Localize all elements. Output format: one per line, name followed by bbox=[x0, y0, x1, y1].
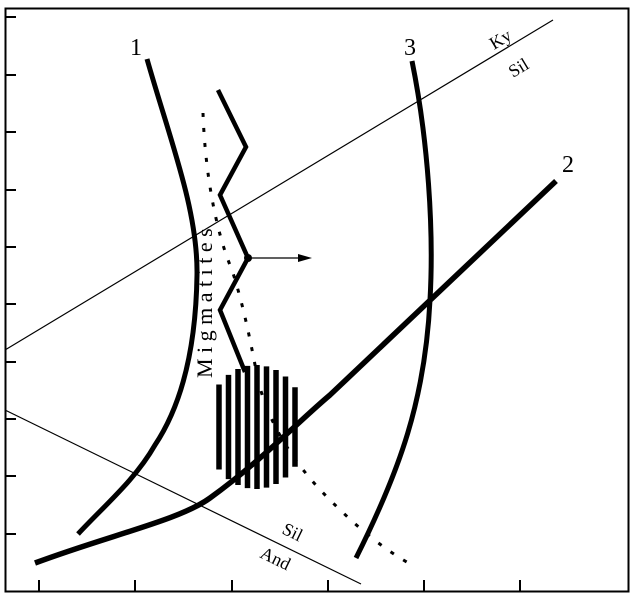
sil-and-reaction-line bbox=[4, 409, 362, 585]
curve-3-label: 3 bbox=[404, 35, 416, 61]
curve-1-label: 1 bbox=[130, 35, 142, 61]
hatched-region bbox=[216, 365, 298, 489]
sil-label-upper: Sil bbox=[505, 54, 532, 81]
dotted-boundary bbox=[201, 112, 413, 567]
ky-label: Ky bbox=[486, 25, 515, 53]
curve-1 bbox=[76, 58, 200, 536]
ky-sil-reaction-line bbox=[4, 19, 554, 351]
arrow-head-icon bbox=[298, 254, 312, 262]
axis-ticks bbox=[5, 16, 521, 591]
and-label: And bbox=[257, 543, 294, 575]
plot-frame bbox=[4, 7, 630, 593]
curve-2-label: 2 bbox=[562, 152, 574, 178]
curve-2 bbox=[34, 179, 558, 566]
migmatite-boundary bbox=[215, 89, 251, 373]
migmatites-label: M i g m a t i t e s bbox=[192, 228, 217, 378]
sil-label-lower: Sil bbox=[279, 519, 306, 546]
